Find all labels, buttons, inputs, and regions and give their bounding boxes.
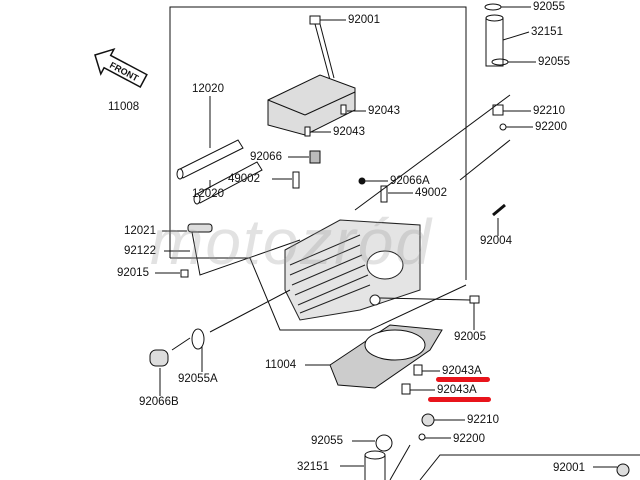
label-12020: 12020 bbox=[192, 188, 224, 200]
label-32151: 32151 bbox=[531, 26, 563, 38]
label-92122: 92122 bbox=[124, 245, 156, 257]
front-arrow-icon: FRONT bbox=[94, 47, 148, 89]
watermark: motozród bbox=[150, 206, 433, 278]
label-92005: 92005 bbox=[454, 331, 486, 343]
label-92043: 92043 bbox=[333, 126, 365, 138]
label-11008: 11008 bbox=[108, 101, 140, 113]
nut-icon bbox=[492, 104, 504, 116]
highlight-underline bbox=[428, 397, 491, 402]
label-92066b: 92066B bbox=[139, 396, 179, 408]
head-gasket-icon bbox=[329, 324, 443, 389]
cap-icon bbox=[149, 349, 169, 367]
o-ring-icon bbox=[484, 3, 502, 11]
label-49002: 49002 bbox=[415, 187, 447, 199]
highlight-underline bbox=[436, 377, 490, 382]
o-ring-icon bbox=[191, 328, 205, 350]
label-92055: 92055 bbox=[533, 1, 565, 13]
plug-icon bbox=[469, 295, 480, 304]
cylinder-head-icon bbox=[284, 219, 421, 321]
label-12020: 12020 bbox=[192, 83, 224, 95]
label-92001: 92001 bbox=[348, 14, 380, 26]
label-92210: 92210 bbox=[467, 414, 499, 426]
stud-icon bbox=[492, 203, 506, 217]
washer-icon bbox=[418, 433, 426, 441]
label-92043: 92043 bbox=[368, 105, 400, 117]
label-92055a: 92055A bbox=[178, 373, 218, 385]
label-49002: 49002 bbox=[228, 173, 260, 185]
rocker-shaft-icon bbox=[193, 161, 263, 205]
washer-icon bbox=[499, 123, 507, 131]
frame-lower bbox=[170, 257, 467, 331]
label-11004: 11004 bbox=[265, 359, 297, 371]
label-92200: 92200 bbox=[535, 121, 567, 133]
gasket-12021-icon bbox=[187, 223, 213, 233]
label-92001: 92001 bbox=[553, 462, 585, 474]
sensor-icon bbox=[380, 185, 388, 203]
plug-icon bbox=[309, 150, 321, 164]
dowel-pin-icon bbox=[340, 104, 347, 115]
label-92015: 92015 bbox=[117, 267, 149, 279]
dowel-pin-icon bbox=[413, 364, 423, 376]
label-12021: 12021 bbox=[124, 225, 156, 237]
frame-11008 bbox=[169, 6, 467, 280]
label-92210: 92210 bbox=[533, 105, 565, 117]
label-92043a: 92043A bbox=[437, 384, 477, 396]
plug-icon bbox=[180, 269, 189, 278]
pipe-icon bbox=[485, 14, 504, 67]
dowel-pin-icon bbox=[401, 383, 411, 395]
label-92055: 92055 bbox=[538, 56, 570, 68]
bolt-icon bbox=[616, 463, 630, 477]
o-ring-icon bbox=[375, 434, 393, 452]
rocker-holder-icon bbox=[267, 74, 356, 136]
bolt-icon bbox=[309, 15, 335, 81]
rocker-shaft-icon bbox=[176, 139, 244, 180]
plug-icon bbox=[358, 177, 366, 185]
label-32151: 32151 bbox=[297, 461, 329, 473]
dowel-pin-icon bbox=[304, 126, 311, 137]
pipe-icon bbox=[364, 450, 386, 480]
sensor-icon bbox=[292, 171, 300, 189]
label-92066a: 92066A bbox=[390, 175, 430, 187]
label-92200: 92200 bbox=[453, 433, 485, 445]
label-92004: 92004 bbox=[480, 235, 512, 247]
label-92055: 92055 bbox=[311, 435, 343, 447]
label-92066: 92066 bbox=[250, 151, 282, 163]
nut-icon bbox=[421, 413, 435, 427]
label-92043a: 92043A bbox=[442, 365, 482, 377]
